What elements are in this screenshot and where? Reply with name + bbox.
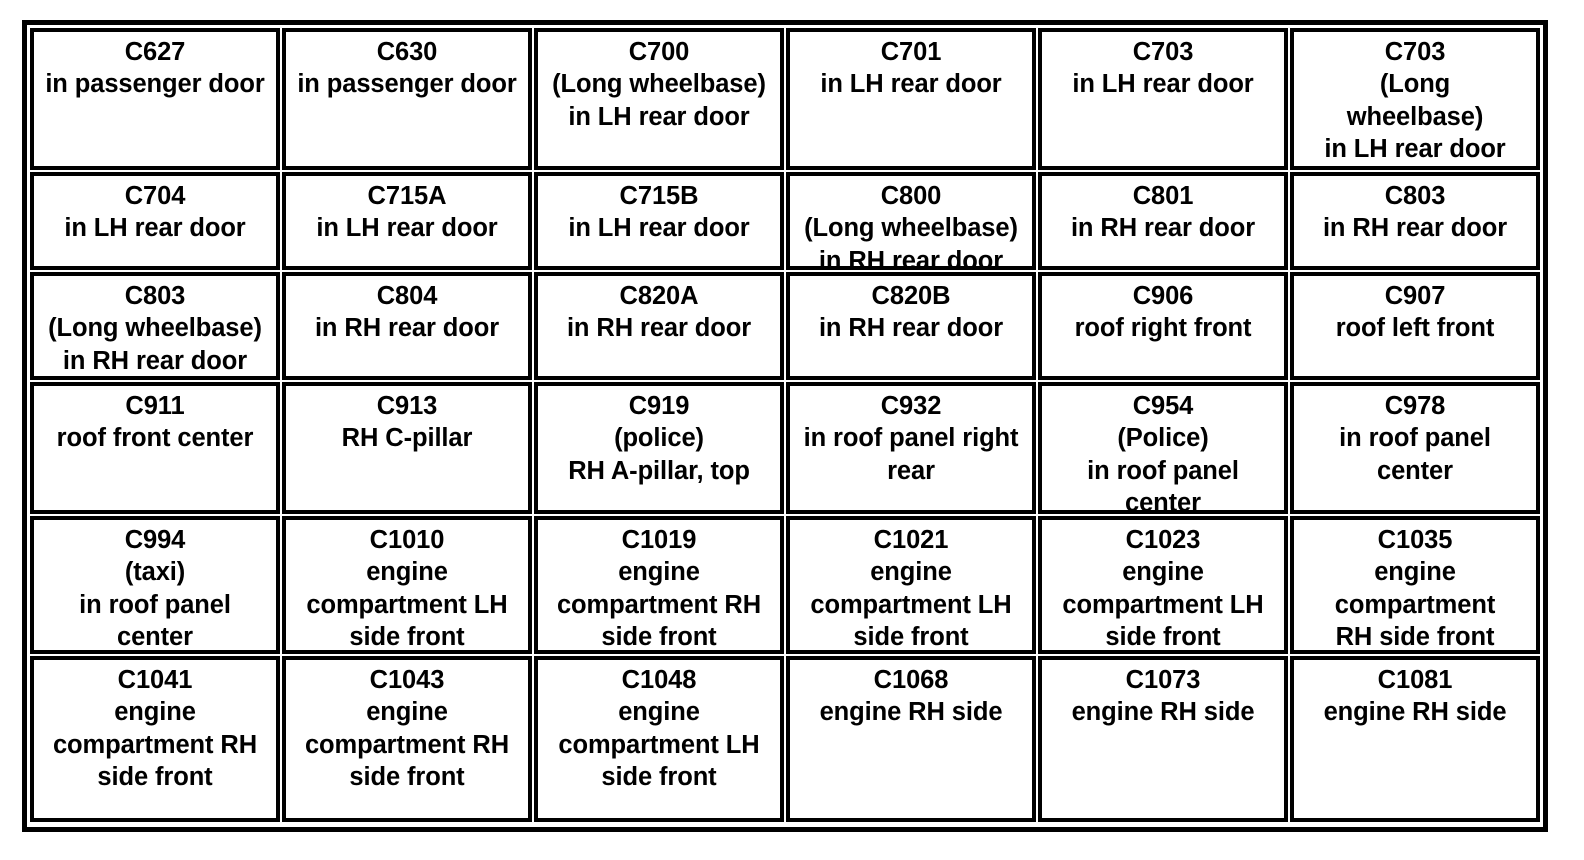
connector-entry-text: C1023 engine compartment LH side front	[1062, 526, 1264, 652]
connector-entry-text: C1073 engine RH side	[1071, 666, 1255, 727]
table-cell-c913: C913 RH C-pillar	[282, 382, 532, 514]
table-cell-c1019: C1019 engine compartment RH side front	[534, 516, 784, 654]
table-cell-c803: C803 in RH rear door	[1290, 172, 1540, 270]
connector-entry-text: C1068 engine RH side	[819, 666, 1003, 727]
connector-entry-text: C954 (Police) in roof panel center	[1087, 392, 1239, 514]
connector-entry-text: C820A in RH rear door	[566, 282, 752, 343]
table-cell-c1068: C1068 engine RH side	[786, 656, 1036, 822]
connector-entry-text: C803 in RH rear door	[1322, 182, 1508, 243]
connector-entry-text: C906 roof right front	[1074, 282, 1252, 343]
table-row: C803 (Long wheelbase) in RH rear door C80…	[29, 271, 1541, 381]
connector-entry-text: C913 RH C-pillar	[341, 392, 473, 453]
connector-entry-text: C907 roof left front	[1335, 282, 1495, 343]
table-cell-c954: C954 (Police) in roof panel center	[1038, 382, 1288, 514]
connector-entry-text: C1048 engine compartment LH side front	[558, 666, 760, 792]
table-row: C994 (taxi) in roof panel center C1010 en…	[29, 515, 1541, 655]
connector-entry-text: C911 roof front center	[56, 392, 254, 453]
connector-entry-text: C703 in LH rear door	[1072, 38, 1254, 99]
table-cell-c820a: C820A in RH rear door	[534, 272, 784, 380]
connector-entry-text: C994 (taxi) in roof panel center	[79, 526, 231, 652]
table-cell-c715b: C715B in LH rear door	[534, 172, 784, 270]
connector-entry-text: C704 in LH rear door	[64, 182, 246, 243]
table-cell-c1073: C1073 engine RH side	[1038, 656, 1288, 822]
table-cell-c700: C700 (Long wheelbase) in LH rear door	[534, 28, 784, 170]
connector-entry-text: C1081 engine RH side	[1323, 666, 1507, 727]
table-cell-c803: C803 (Long wheelbase) in RH rear door	[30, 272, 280, 380]
connector-entry-text: C700 (Long wheelbase) in LH rear door	[552, 38, 766, 131]
connector-entry-text: C803 (Long wheelbase) in RH rear door	[48, 282, 262, 375]
connector-entry-text: C1019 engine compartment RH side front	[556, 526, 762, 652]
table-cell-c1021: C1021 engine compartment LH side front	[786, 516, 1036, 654]
table-cell-c703: C703 (Long wheelbase) in LH rear door	[1290, 28, 1540, 170]
connector-entry-text: C1043 engine compartment RH side front	[304, 666, 510, 792]
table-cell-c804: C804 in RH rear door	[282, 272, 532, 380]
table-cell-c715a: C715A in LH rear door	[282, 172, 532, 270]
connector-location-table: C627 in passenger door C630 in passenger …	[27, 25, 1543, 827]
connector-entry-text: C978 in roof panel center	[1339, 392, 1491, 485]
table-cell-c703: C703 in LH rear door	[1038, 28, 1288, 170]
table-cell-c932: C932 in roof panel right rear	[786, 382, 1036, 514]
table-row: C627 in passenger door C630 in passenger …	[29, 27, 1541, 171]
table-cell-c906: C906 roof right front	[1038, 272, 1288, 380]
table-cell-c627: C627 in passenger door	[30, 28, 280, 170]
table-cell-c919: C919 (police) RH A-pillar, top	[534, 382, 784, 514]
table-cell-c994: C994 (taxi) in roof panel center	[30, 516, 280, 654]
connector-entry-text: C630 in passenger door	[297, 38, 517, 99]
connector-entry-text: C820B in RH rear door	[818, 282, 1004, 343]
connector-entry-text: C800 (Long wheelbase) in RH rear door	[804, 182, 1018, 270]
table-row: C704 in LH rear door C715A in LH rear doo…	[29, 171, 1541, 271]
table-cell-c1048: C1048 engine compartment LH side front	[534, 656, 784, 822]
table-cell-c911: C911 roof front center	[30, 382, 280, 514]
connector-entry-text: C919 (police) RH A-pillar, top	[568, 392, 750, 485]
table-cell-c800: C800 (Long wheelbase) in RH rear door	[786, 172, 1036, 270]
connector-entry-text: C715A in LH rear door	[316, 182, 498, 243]
connector-entry-text: C701 in LH rear door	[820, 38, 1002, 99]
table-cell-c701: C701 in LH rear door	[786, 28, 1036, 170]
table-cell-c801: C801 in RH rear door	[1038, 172, 1288, 270]
connector-location-table-frame: C627 in passenger door C630 in passenger …	[22, 20, 1548, 832]
table-cell-c1010: C1010 engine compartment LH side front	[282, 516, 532, 654]
connector-entry-text: C801 in RH rear door	[1070, 182, 1256, 243]
table-row: C911 roof front center C913 RH C-pillar C9…	[29, 381, 1541, 515]
connector-entry-text: C715B in LH rear door	[568, 182, 750, 243]
table-cell-c1035: C1035 engine compartment RH side front	[1290, 516, 1540, 654]
connector-entry-text: C703 (Long wheelbase) in LH rear door	[1324, 38, 1506, 164]
table-cell-c630: C630 in passenger door	[282, 28, 532, 170]
connector-entry-text: C1010 engine compartment LH side front	[306, 526, 508, 652]
connector-entry-text: C804 in RH rear door	[314, 282, 500, 343]
table-cell-c978: C978 in roof panel center	[1290, 382, 1540, 514]
table-cell-c704: C704 in LH rear door	[30, 172, 280, 270]
connector-entry-text: C627 in passenger door	[45, 38, 265, 99]
table-cell-c820b: C820B in RH rear door	[786, 272, 1036, 380]
table-row: C1041 engine compartment RH side front C1…	[29, 655, 1541, 823]
connector-entry-text: C1035 engine compartment RH side front	[1334, 526, 1496, 652]
table-cell-c1023: C1023 engine compartment LH side front	[1038, 516, 1288, 654]
table-cell-c907: C907 roof left front	[1290, 272, 1540, 380]
connector-entry-text: C1021 engine compartment LH side front	[810, 526, 1012, 652]
connector-entry-text: C1041 engine compartment RH side front	[52, 666, 258, 792]
table-cell-c1041: C1041 engine compartment RH side front	[30, 656, 280, 822]
table-cell-c1043: C1043 engine compartment RH side front	[282, 656, 532, 822]
connector-entry-text: C932 in roof panel right rear	[803, 392, 1019, 485]
table-cell-c1081: C1081 engine RH side	[1290, 656, 1540, 822]
